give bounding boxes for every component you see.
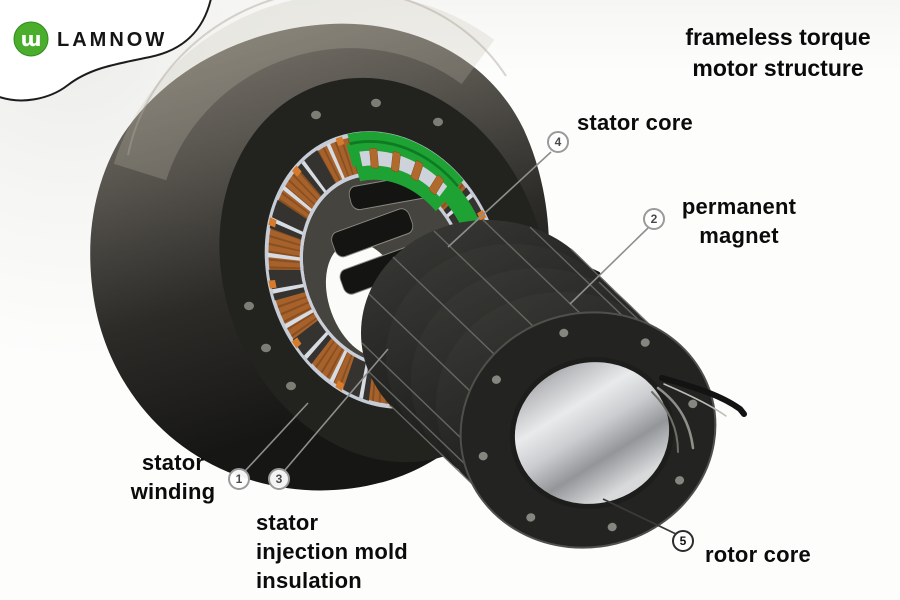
label-stator-winding: stator winding — [130, 450, 216, 504]
rotor-assembly — [361, 219, 747, 549]
logo-brand-text: LAMNOW — [57, 29, 168, 51]
callout-1: 1 — [228, 468, 250, 490]
leader-line-4 — [447, 151, 552, 248]
label-stator-insulation: stator injection mold insulation — [256, 510, 408, 593]
rotor-core-ring — [459, 311, 717, 549]
rotor-bore — [509, 357, 675, 509]
logo-mark-circle — [13, 21, 49, 57]
callout-2: 2 — [643, 208, 665, 230]
callout-3: 3 — [268, 468, 290, 490]
logo-graphic: ɯ — [0, 0, 212, 102]
callout-4: 4 — [547, 131, 569, 153]
insulation-slot-windows — [369, 148, 444, 195]
logo-bubble-shape — [0, 0, 212, 102]
motor-wires — [651, 375, 747, 453]
leader-lines — [244, 151, 677, 535]
leader-line-2 — [569, 227, 649, 305]
rotor-ring-holes — [478, 328, 698, 532]
callout-5: 5 — [672, 530, 694, 552]
logo-monogram: ɯ — [21, 27, 42, 51]
leader-line-3 — [284, 348, 389, 471]
leader-line-5 — [602, 498, 677, 535]
label-permanent-magnet: permanent magnet — [681, 194, 797, 248]
stator-housing-sheen — [113, 0, 495, 181]
label-rotor-core: rotor core — [705, 542, 811, 567]
stator-back-rim — [127, 0, 507, 156]
diagram-title: frameless torque motor structure — [685, 24, 871, 81]
leader-line-1 — [244, 402, 309, 472]
logo-badge: ɯ LAMNOW — [0, 0, 240, 120]
label-stator-core: stator core — [577, 110, 693, 135]
stator-ring-holes — [244, 98, 443, 391]
